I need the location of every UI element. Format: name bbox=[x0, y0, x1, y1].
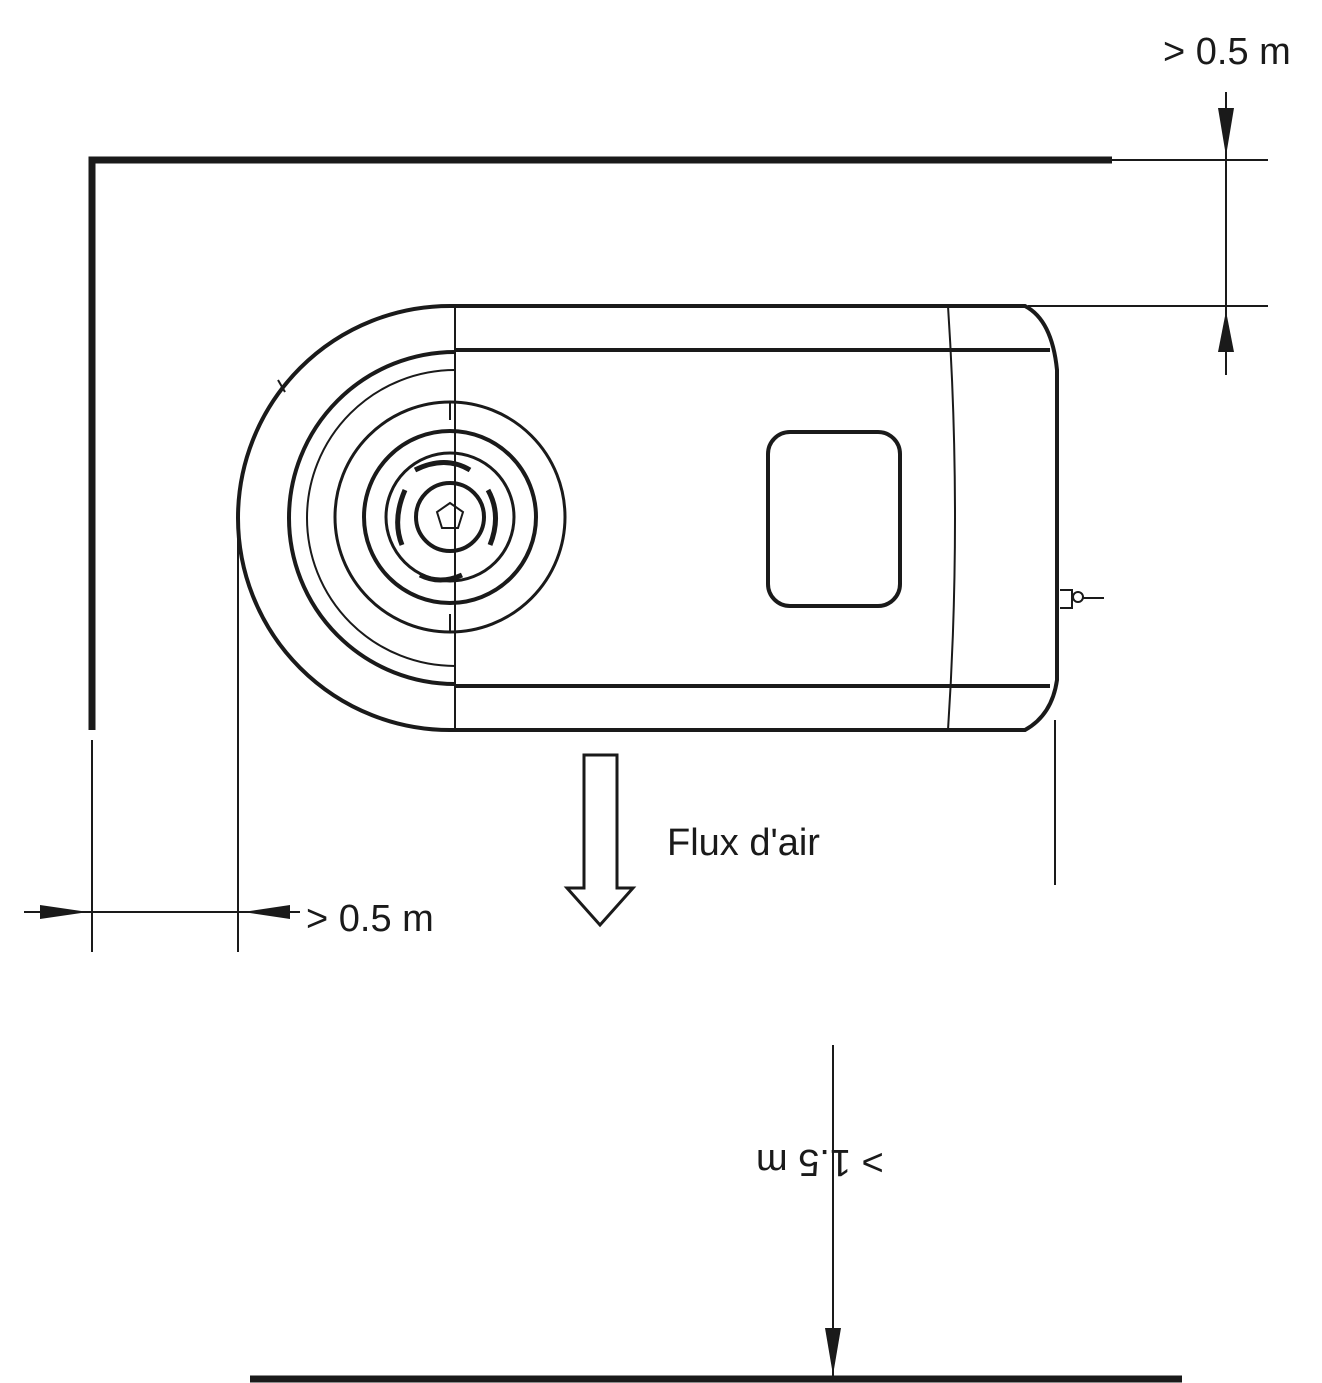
fan-blades bbox=[395, 460, 498, 583]
front-clearance-label: > 1.5 m bbox=[756, 1141, 884, 1183]
connector bbox=[1060, 589, 1104, 609]
fan-ring bbox=[362, 429, 538, 605]
control-panel bbox=[766, 430, 902, 608]
fan-outer-ring bbox=[333, 400, 567, 634]
outdoor-unit bbox=[236, 304, 1104, 732]
top-clearance-label: > 0.5 m bbox=[1163, 31, 1291, 73]
center-pentagon bbox=[435, 501, 465, 529]
side-dimension bbox=[24, 525, 300, 952]
side-clearance-label: > 0.5 m bbox=[306, 898, 434, 940]
wall-corner bbox=[88, 156, 1112, 730]
airflow-label: Flux d'air bbox=[667, 822, 820, 864]
top-dimension bbox=[1028, 92, 1268, 375]
fan-hub bbox=[414, 481, 486, 553]
airflow-arrow bbox=[563, 753, 637, 928]
front-dimension bbox=[825, 1045, 841, 1376]
